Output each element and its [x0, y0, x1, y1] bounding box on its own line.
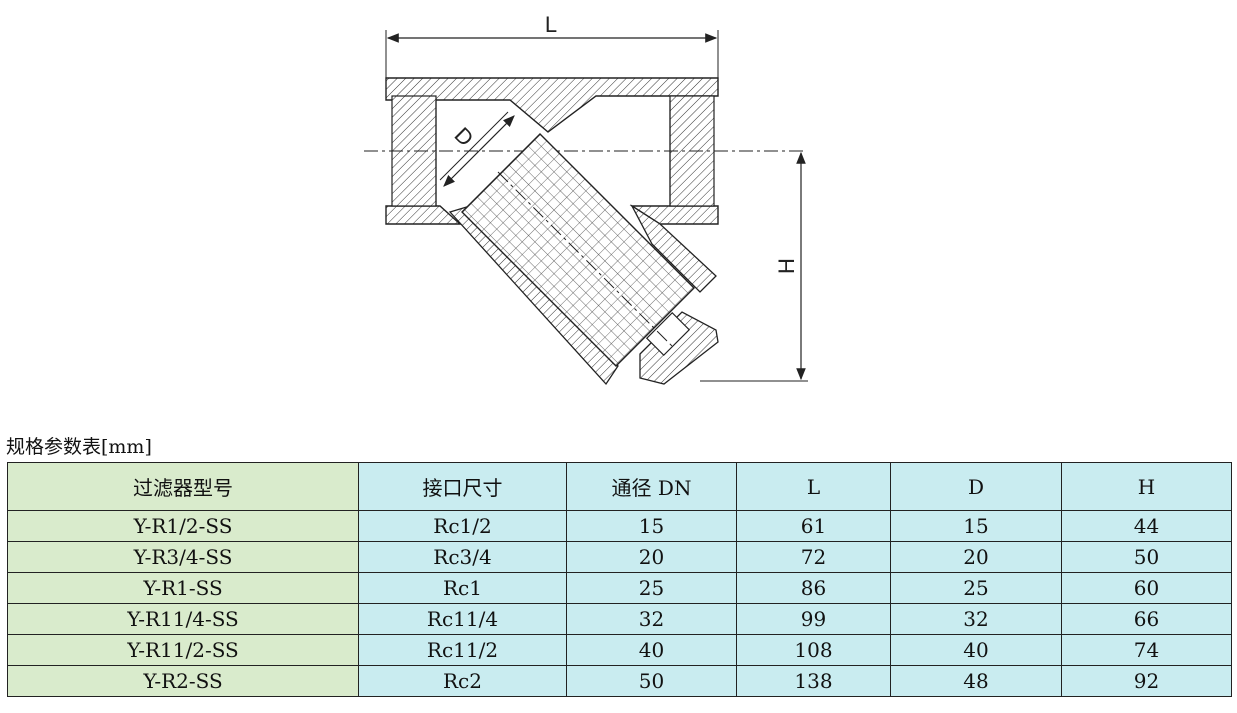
cell-dn: 32 [566, 603, 737, 635]
cell-dn: 50 [566, 665, 737, 697]
spec-table: 过滤器型号 接口尺寸 通径 DN L D H Y-R1/2-SS Rc1/2 1… [7, 462, 1232, 697]
cell-l: 86 [736, 572, 891, 604]
cell-model: Y-R11/2-SS [7, 634, 359, 666]
branch-left-wall [448, 205, 619, 386]
table-row: Y-R3/4-SS Rc3/4 20 72 20 50 [7, 541, 1232, 573]
header-dn: 通径 DN [566, 462, 737, 511]
cell-l: 72 [736, 541, 891, 573]
cell-l: 108 [736, 634, 891, 666]
dim-label-l: L [545, 12, 557, 37]
dimension-l: L [385, 12, 719, 80]
cell-port-size: Rc2 [358, 665, 567, 697]
cell-h: 60 [1061, 572, 1232, 604]
y-strainer-drawing: L D H [364, 12, 808, 386]
dim-label-d: D [450, 122, 479, 151]
cell-h: 74 [1061, 634, 1232, 666]
cell-dn: 25 [566, 572, 737, 604]
cell-l: 61 [736, 510, 891, 542]
dim-label-h: H [774, 258, 799, 274]
table-row: Y-R11/2-SS Rc11/2 40 108 40 74 [7, 634, 1232, 666]
cell-h: 92 [1061, 665, 1232, 697]
drain-plug [639, 311, 719, 385]
cell-model: Y-R2-SS [7, 665, 359, 697]
table-row: Y-R2-SS Rc2 50 138 48 92 [7, 665, 1232, 697]
header-d: D [890, 462, 1062, 511]
table-header-row: 过滤器型号 接口尺寸 通径 DN L D H [7, 462, 1232, 511]
header-h: H [1061, 462, 1232, 511]
cell-dn: 40 [566, 634, 737, 666]
table-row: Y-R1/2-SS Rc1/2 15 61 15 44 [7, 510, 1232, 542]
header-model: 过滤器型号 [7, 462, 359, 511]
branch-right-wall [630, 204, 717, 293]
cell-h: 50 [1061, 541, 1232, 573]
cell-d: 48 [890, 665, 1062, 697]
cell-port-size: Rc1/2 [358, 510, 567, 542]
cell-h: 66 [1061, 603, 1232, 635]
header-l: L [736, 462, 891, 511]
table-row: Y-R11/4-SS Rc11/4 32 99 32 66 [7, 603, 1232, 635]
cell-port-size: Rc11/2 [358, 634, 567, 666]
cell-d: 40 [890, 634, 1062, 666]
cell-d: 25 [890, 572, 1062, 604]
cell-model: Y-R1/2-SS [7, 510, 359, 542]
header-port-size: 接口尺寸 [358, 462, 567, 511]
body-bottom-wall [385, 205, 462, 225]
cell-h: 44 [1061, 510, 1232, 542]
cell-d: 15 [890, 510, 1062, 542]
cell-d: 32 [890, 603, 1062, 635]
cell-l: 138 [736, 665, 891, 697]
table-row: Y-R1-SS Rc1 25 86 25 60 [7, 572, 1232, 604]
cell-model: Y-R1-SS [7, 572, 359, 604]
cell-port-size: Rc11/4 [358, 603, 567, 635]
cell-d: 20 [890, 541, 1062, 573]
cell-model: Y-R3/4-SS [7, 541, 359, 573]
cell-dn: 20 [566, 541, 737, 573]
cell-model: Y-R11/4-SS [7, 603, 359, 635]
cell-port-size: Rc1 [358, 572, 567, 604]
table-caption: 规格参数表[mm] [6, 436, 152, 458]
cell-port-size: Rc3/4 [358, 541, 567, 573]
cell-l: 99 [736, 603, 891, 635]
dimension-h: H [700, 151, 808, 382]
cell-dn: 15 [566, 510, 737, 542]
